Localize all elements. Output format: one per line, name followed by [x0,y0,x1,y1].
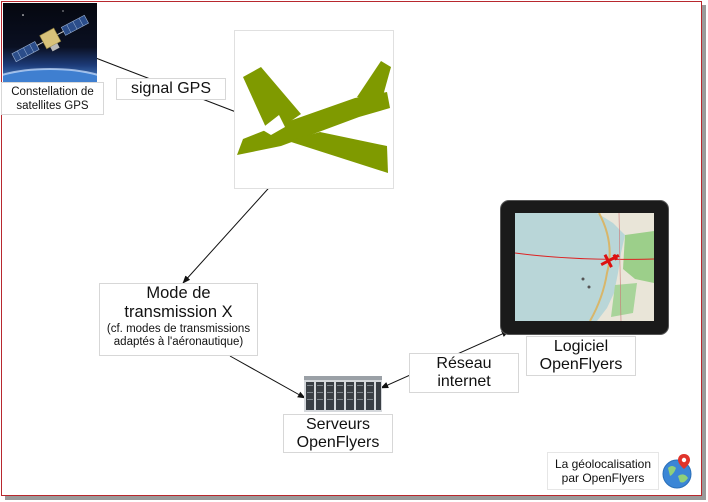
network-label-text: Réseau internet [436,355,492,390]
servers-label: Serveurs OpenFlyers [283,414,393,453]
servers-label-text: Serveurs OpenFlyers [296,416,380,451]
satellite-icon [3,3,97,83]
aircraft-node [234,30,394,189]
tablet-map-icon [500,200,669,335]
geolocation-label-text: La géolocalisation par OpenFlyers [554,457,652,485]
software-label: Logiciel OpenFlyers [526,336,636,376]
server-rack-icon [304,376,382,412]
satellite-label-text: Constellation de satellites GPS [11,86,94,112]
satellite-label: Constellation de satellites GPS [1,82,104,115]
transmission-title: Mode de transmission X [124,284,233,321]
gps-signal-text: signal GPS [130,80,212,97]
transmission-subtitle: (cf. modes de transmissions adaptés à l'… [106,323,251,348]
software-label-text: Logiciel OpenFlyers [539,338,623,373]
gps-signal-label: signal GPS [116,78,226,100]
airplane-icon [237,61,391,173]
transmission-node: Mode de transmission X (cf. modes de tra… [99,283,258,356]
globe-pin-icon [660,452,694,490]
geolocation-label: La géolocalisation par OpenFlyers [547,452,659,490]
tablet-screen-map [515,213,654,321]
network-label: Réseau internet [409,353,519,393]
